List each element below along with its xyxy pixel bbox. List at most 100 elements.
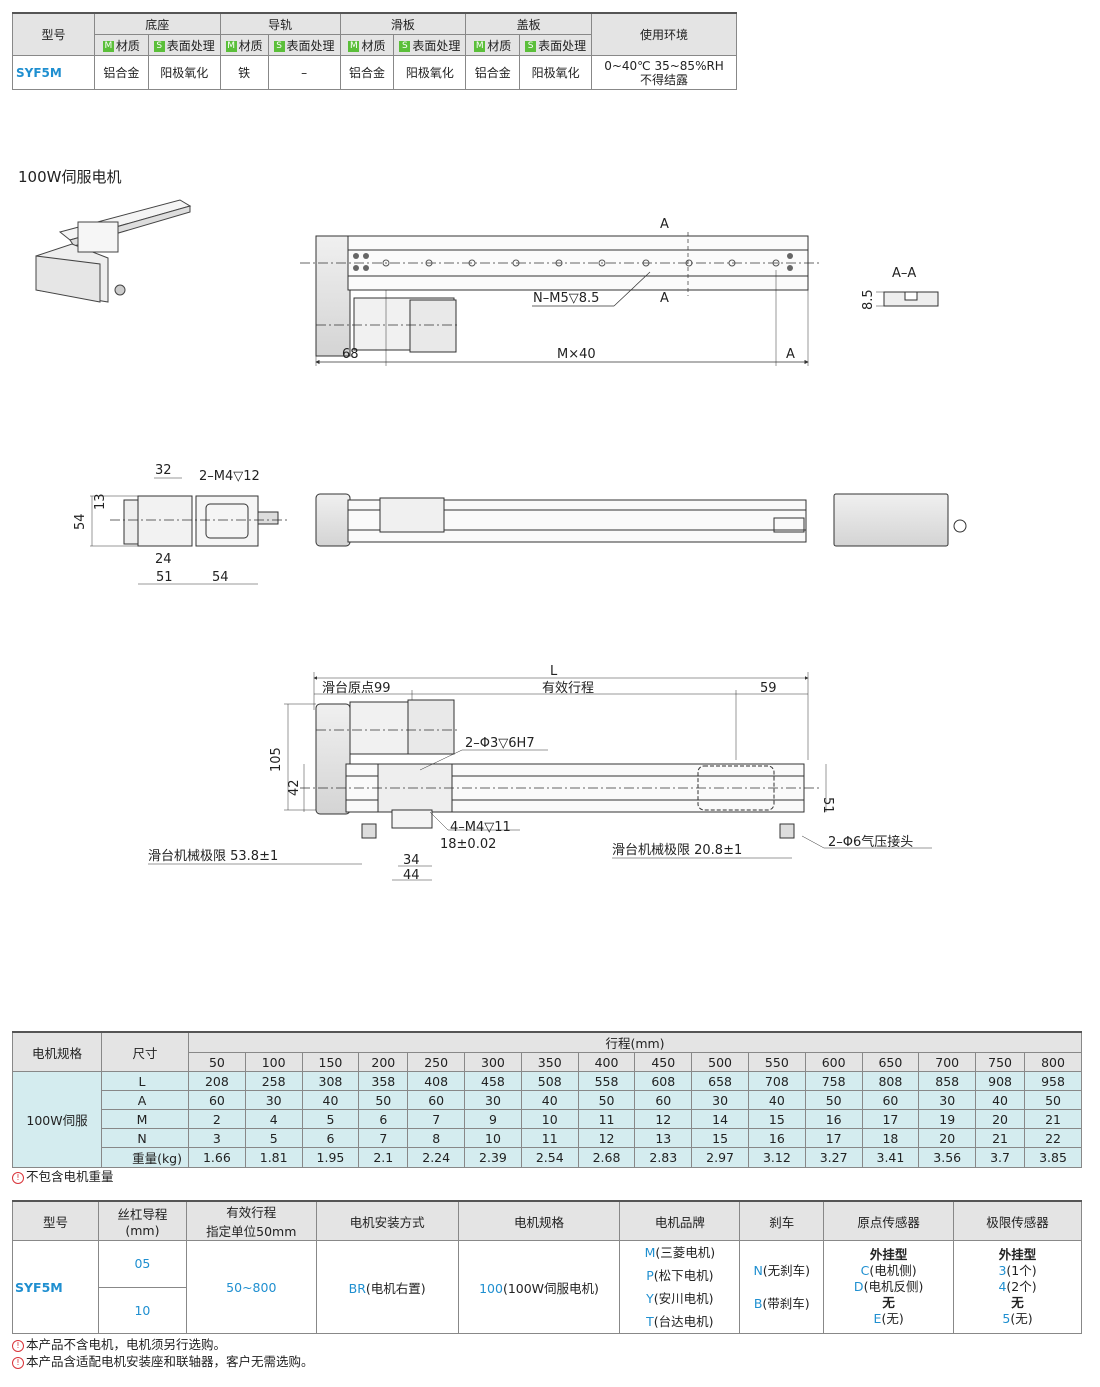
stroke-cell: 458 <box>464 1071 522 1091</box>
cover-surface: 阳极氧化 <box>519 55 593 90</box>
surface-badge-icon: S <box>273 40 285 52</box>
motor-spec-cell: 100W伺服 <box>12 1071 102 1168</box>
stroke-cell: 308 <box>301 1071 360 1091</box>
dim-54-bottom: 54 <box>212 570 229 585</box>
brand-text: (松下电机) <box>653 1268 714 1283</box>
dim-effective-stroke: 有效行程 <box>542 681 594 696</box>
sel-header-stroke-line1: 有效行程 <box>226 1205 277 1220</box>
stroke-cell: 60 <box>188 1090 246 1110</box>
sub-material-label: 材质 <box>361 38 386 53</box>
header-model: 型号 <box>12 12 95 56</box>
sel-header-brand: 电机品牌 <box>619 1200 741 1241</box>
sel-limit-5-code: 5 <box>1002 1311 1011 1326</box>
footer-notes: !本产品不含电机，电机须另行选购。!本产品含适配电机安装座和联轴器，客户无需选购… <box>12 1336 314 1370</box>
dim-42: 42 <box>287 779 302 796</box>
stroke-col-header: 450 <box>634 1052 693 1072</box>
dim-59: 59 <box>760 681 777 696</box>
header-rail: 导轨 <box>219 12 341 35</box>
stroke-row-label: 重量(kg) <box>101 1147 189 1168</box>
stroke-cell: 6 <box>358 1109 409 1129</box>
note-icon: ! <box>12 1339 24 1352</box>
dim-L: L <box>550 664 558 679</box>
brand-option: P(松下电机) <box>620 1264 739 1287</box>
stroke-cell: 858 <box>918 1071 977 1091</box>
base-material: 铝合金 <box>93 55 149 90</box>
rail-material: 铁 <box>219 55 269 90</box>
stroke-cell: 22 <box>1024 1128 1082 1148</box>
dimension-drawings: A A N–M5▽8.5 68 M×40 A A–A 8.5 32 2–M4▽1 <box>35 199 967 883</box>
stroke-cell: 10 <box>464 1128 522 1148</box>
stroke-note-text: 不包含电机重量 <box>26 1169 114 1184</box>
sel-header-stroke-line2: 指定单位50mm <box>206 1224 297 1239</box>
stroke-cell: 3.85 <box>1024 1147 1082 1168</box>
note-icon: ! <box>12 1171 24 1184</box>
sel-origin-d: D(电机反侧) <box>824 1279 953 1295</box>
stroke-cell: 50 <box>804 1090 863 1110</box>
dim-origin-99: 滑台原点99 <box>322 681 391 696</box>
stroke-col-header: 200 <box>358 1052 409 1072</box>
aa-8-5: 8.5 <box>861 289 876 310</box>
stroke-cell: 7 <box>358 1128 409 1148</box>
sel-origin-e: E(无) <box>824 1311 953 1327</box>
surface-badge-icon: S <box>525 40 537 52</box>
sel-limit: 外挂型 3(1个) 4(2个) 无 5(无) <box>953 1240 1082 1334</box>
sel-header-stroke: 有效行程指定单位50mm <box>185 1200 317 1241</box>
sel-limit-4-text: (2个) <box>1006 1279 1037 1294</box>
stroke-cell: 50 <box>358 1090 409 1110</box>
dim-13: 13 <box>93 493 108 510</box>
sel-lead-05: 05 <box>97 1240 187 1288</box>
stroke-cell: 408 <box>407 1071 466 1091</box>
stroke-col-header: 50 <box>188 1052 246 1072</box>
header-environment: 使用环境 <box>591 12 737 56</box>
section-title: 100W伺服电机 <box>18 168 122 186</box>
stroke-cell: 808 <box>861 1071 920 1091</box>
model-selection-table: 型号 丝杠导程(mm) 有效行程指定单位50mm 电机安装方式 电机规格 电机品… <box>12 1200 1082 1334</box>
brand-code: M <box>644 1245 656 1260</box>
stroke-cell: 9 <box>464 1109 522 1129</box>
sel-mount-code: BR <box>348 1280 366 1296</box>
side-view-drawing <box>148 672 932 881</box>
stroke-cell: 208 <box>188 1071 246 1091</box>
dim-phi6-fitting: 2–Φ6气压接头 <box>828 834 913 850</box>
stroke-cell: 2.97 <box>691 1147 749 1168</box>
dim-24: 24 <box>155 552 172 567</box>
aa-label: A–A <box>892 266 916 281</box>
dim-32: 32 <box>155 463 172 478</box>
dim-54-vertical: 54 <box>73 513 88 530</box>
dim-limit-left: 滑台机械极限 53.8±1 <box>148 849 278 864</box>
brand-code: Y <box>646 1291 654 1306</box>
stroke-col-header: 600 <box>804 1052 863 1072</box>
stroke-cell: 758 <box>804 1071 863 1091</box>
footer-note: !本产品不含电机，电机须另行选购。 <box>12 1336 314 1353</box>
stroke-cell: 50 <box>577 1090 636 1110</box>
sel-origin-d-text: (电机反侧) <box>863 1279 924 1294</box>
dim-68: 68 <box>342 347 359 362</box>
stroke-cell: 12 <box>634 1109 693 1129</box>
footer-note: !本产品含适配电机安装座和联轴器，客户无需选购。 <box>12 1353 314 1370</box>
dim-2-m4: 2–M4▽12 <box>199 469 260 484</box>
stroke-note: !不包含电机重量 <box>12 1166 114 1185</box>
footer-note-text: 本产品不含电机，电机须另行选购。 <box>26 1337 227 1352</box>
stroke-cell: 3.56 <box>918 1147 977 1168</box>
sel-brake: N(无刹车)B(带刹车) <box>739 1240 825 1334</box>
surface-badge-icon: S <box>399 40 411 52</box>
stroke-cell: 3 <box>188 1128 246 1148</box>
stroke-cell: 658 <box>691 1071 749 1091</box>
stroke-row-label: N <box>101 1128 189 1148</box>
stroke-col-header: 400 <box>577 1052 636 1072</box>
sel-limit-title1: 外挂型 <box>998 1247 1037 1262</box>
front-view-drawing <box>90 477 967 585</box>
sel-limit-title2: 无 <box>1011 1295 1024 1310</box>
stroke-cell: 2.39 <box>464 1147 522 1168</box>
stroke-cell: 17 <box>804 1128 863 1148</box>
stroke-cell: 14 <box>691 1109 749 1129</box>
brake-code: B <box>753 1296 763 1311</box>
sel-lead-10: 10 <box>97 1286 187 1334</box>
material-badge-icon: M <box>102 40 114 52</box>
cover-material: 铝合金 <box>465 55 521 90</box>
